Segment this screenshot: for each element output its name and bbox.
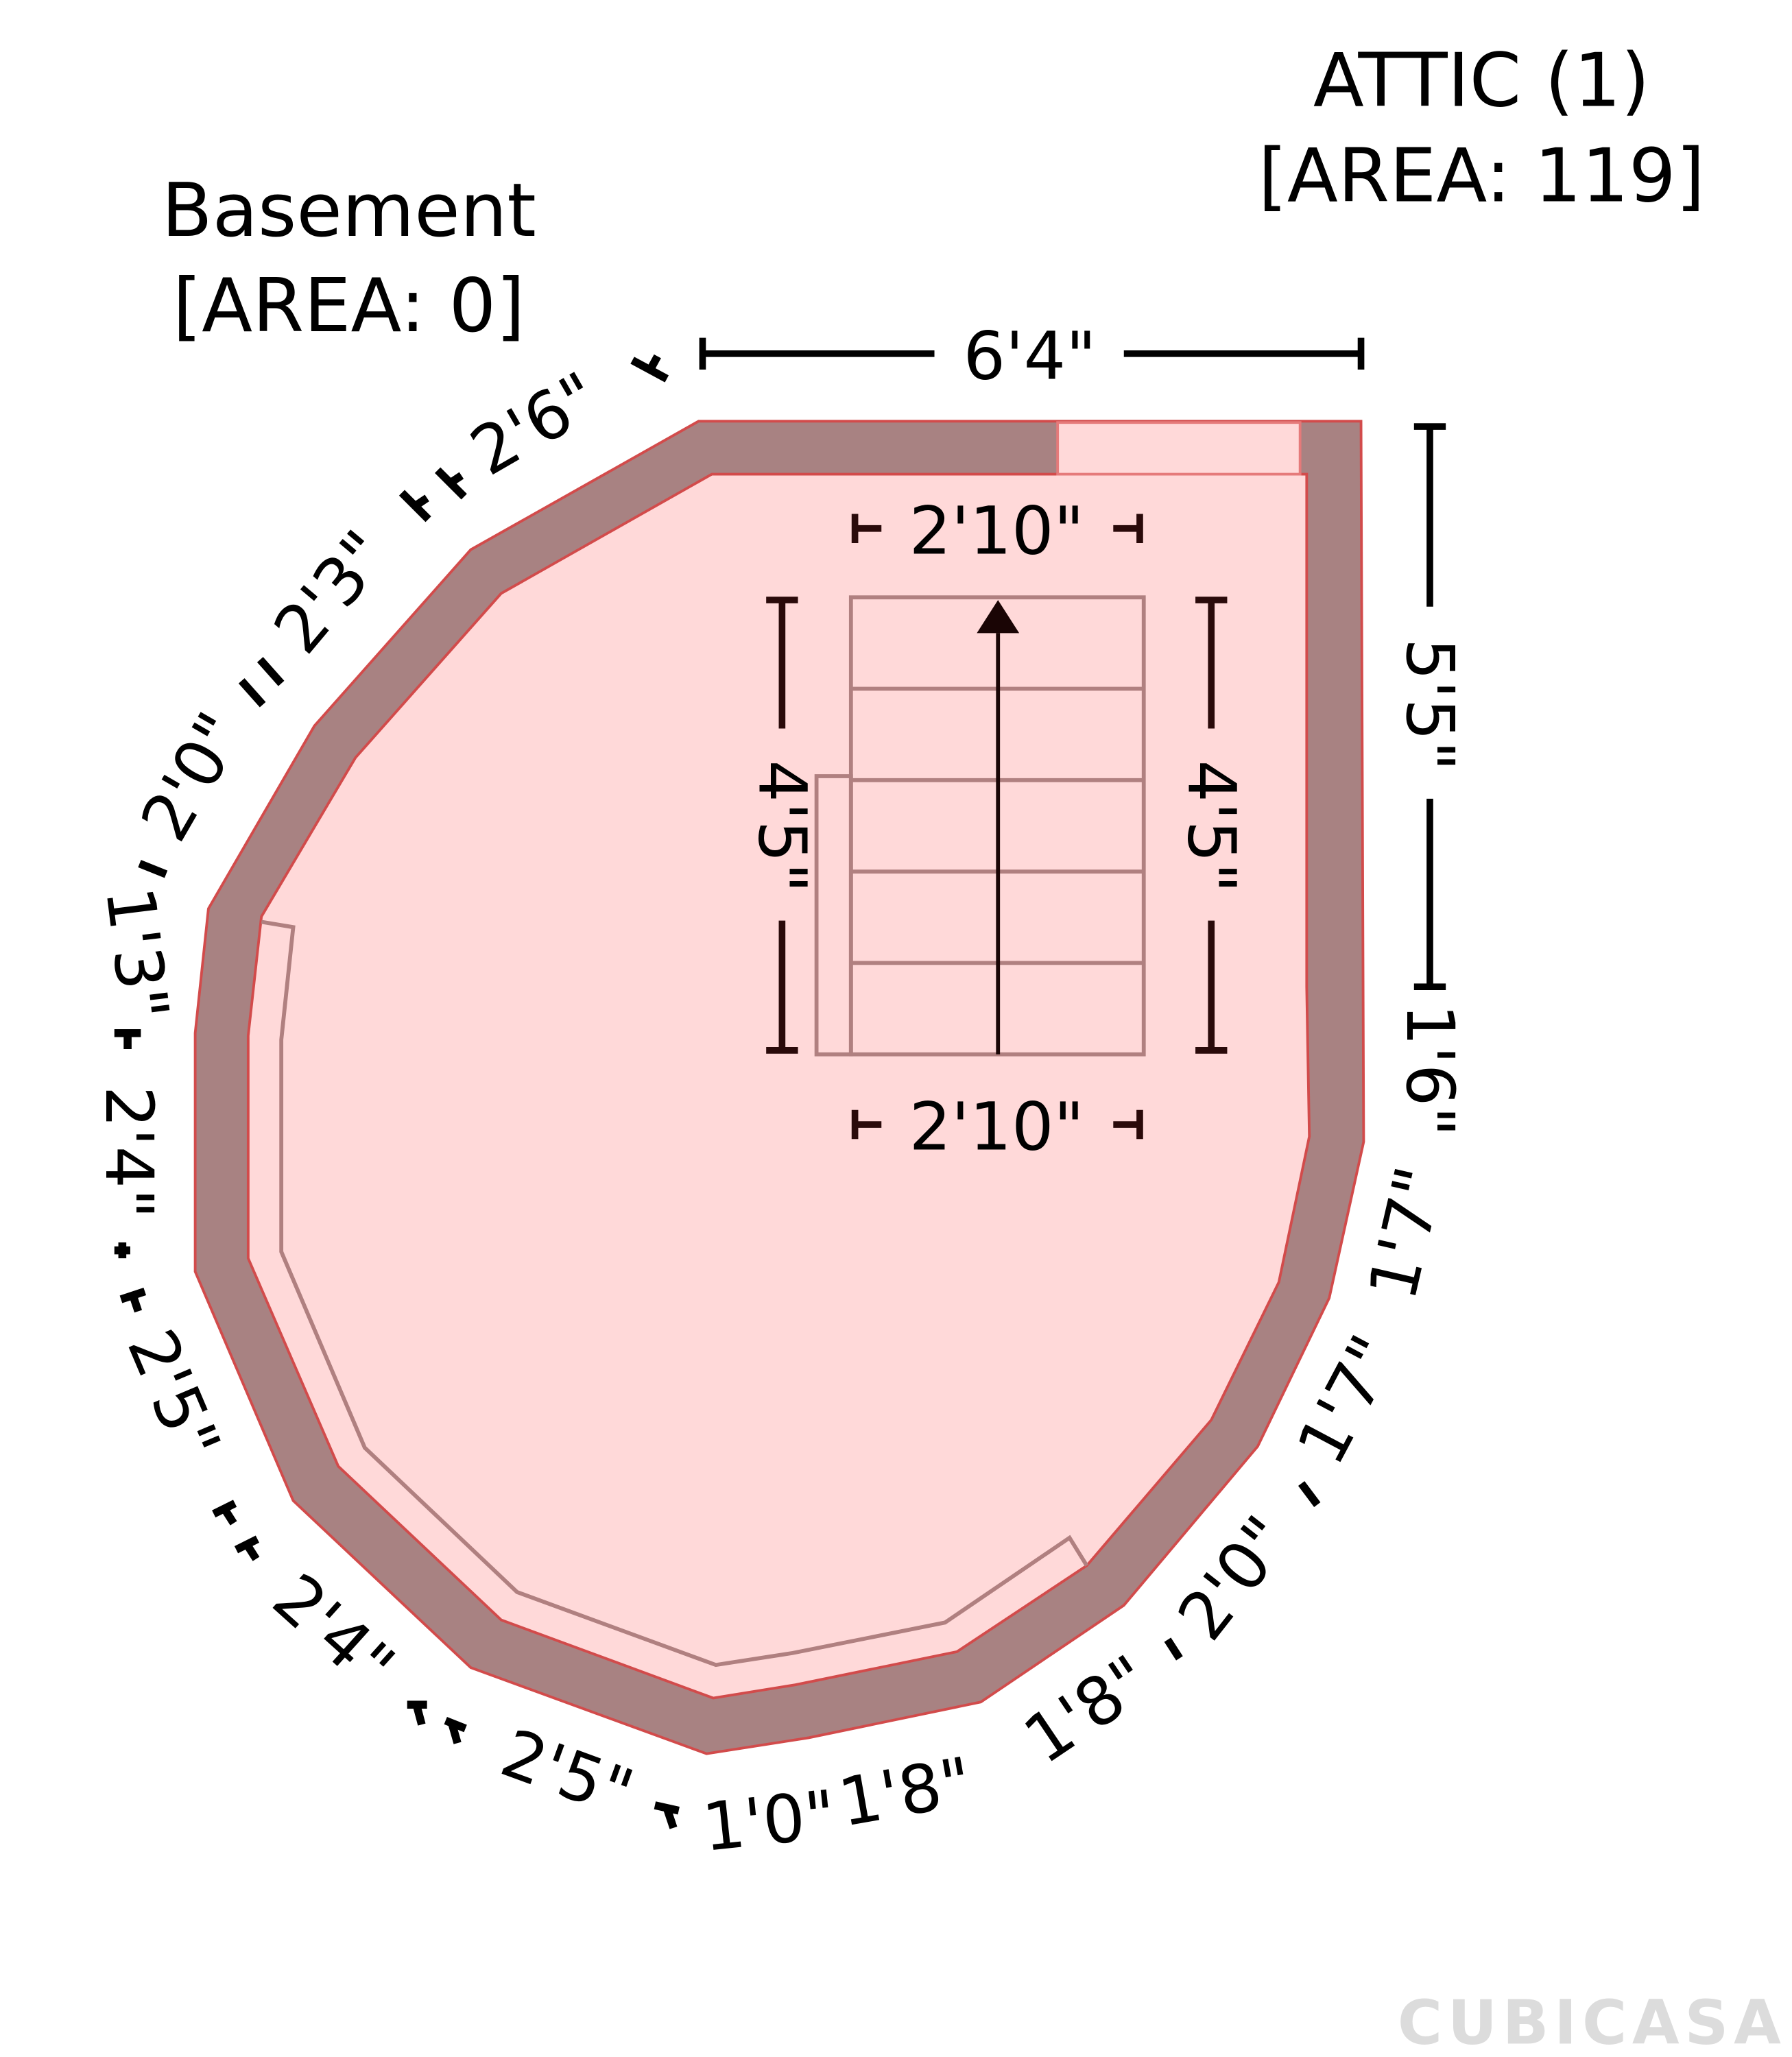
perimeter-label-1: 2'6" bbox=[458, 357, 612, 491]
stair-bottom-label: 2'10" bbox=[909, 1088, 1084, 1166]
basement-area: [AREA: 0] bbox=[173, 263, 525, 349]
walls bbox=[193, 420, 1365, 1755]
cubicasa-logo: CUBICASA bbox=[1398, 1988, 1787, 2057]
stair-left-label: 4'5" bbox=[744, 760, 822, 893]
room-floor bbox=[195, 421, 1364, 1754]
perimeter-label-8: 2'5" bbox=[492, 1714, 643, 1832]
basement-label: Basement bbox=[162, 167, 536, 254]
dimension-top bbox=[699, 337, 1365, 370]
inner-partition bbox=[261, 919, 1089, 1668]
perimeter-label-10: 1'8" bbox=[833, 1742, 978, 1842]
perimeter-ticks bbox=[114, 354, 1321, 1829]
perimeter-label-9: 1'0" bbox=[699, 1775, 839, 1866]
perimeter-label-4: 1'3" bbox=[91, 883, 184, 1024]
perimeter-label-6: 2'5" bbox=[112, 1319, 236, 1471]
attic-label: ATTIC (1) bbox=[1313, 38, 1650, 124]
stair-right-label: 4'5" bbox=[1173, 760, 1250, 893]
attic-area: [AREA: 119] bbox=[1258, 133, 1705, 219]
stair-up-arrow-icon bbox=[977, 600, 1020, 634]
dimension-right bbox=[1413, 423, 1446, 990]
dimension-top-label: 6'4" bbox=[964, 317, 1097, 394]
door-opening bbox=[1056, 421, 1302, 476]
dimension-right-lower-label: 1'6" bbox=[1391, 1004, 1469, 1137]
stair-dimension-lines bbox=[766, 514, 1228, 1140]
perimeter-label-2: 2'3" bbox=[259, 516, 403, 668]
perimeter-label-14: 1'7" bbox=[1354, 1159, 1459, 1306]
stair-top-label: 2'10" bbox=[909, 492, 1084, 569]
perimeter-label-5: 2'4" bbox=[91, 1086, 168, 1219]
perimeter-label-3: 2'0" bbox=[126, 699, 259, 853]
dimension-right-upper-label: 5'5" bbox=[1391, 638, 1469, 771]
